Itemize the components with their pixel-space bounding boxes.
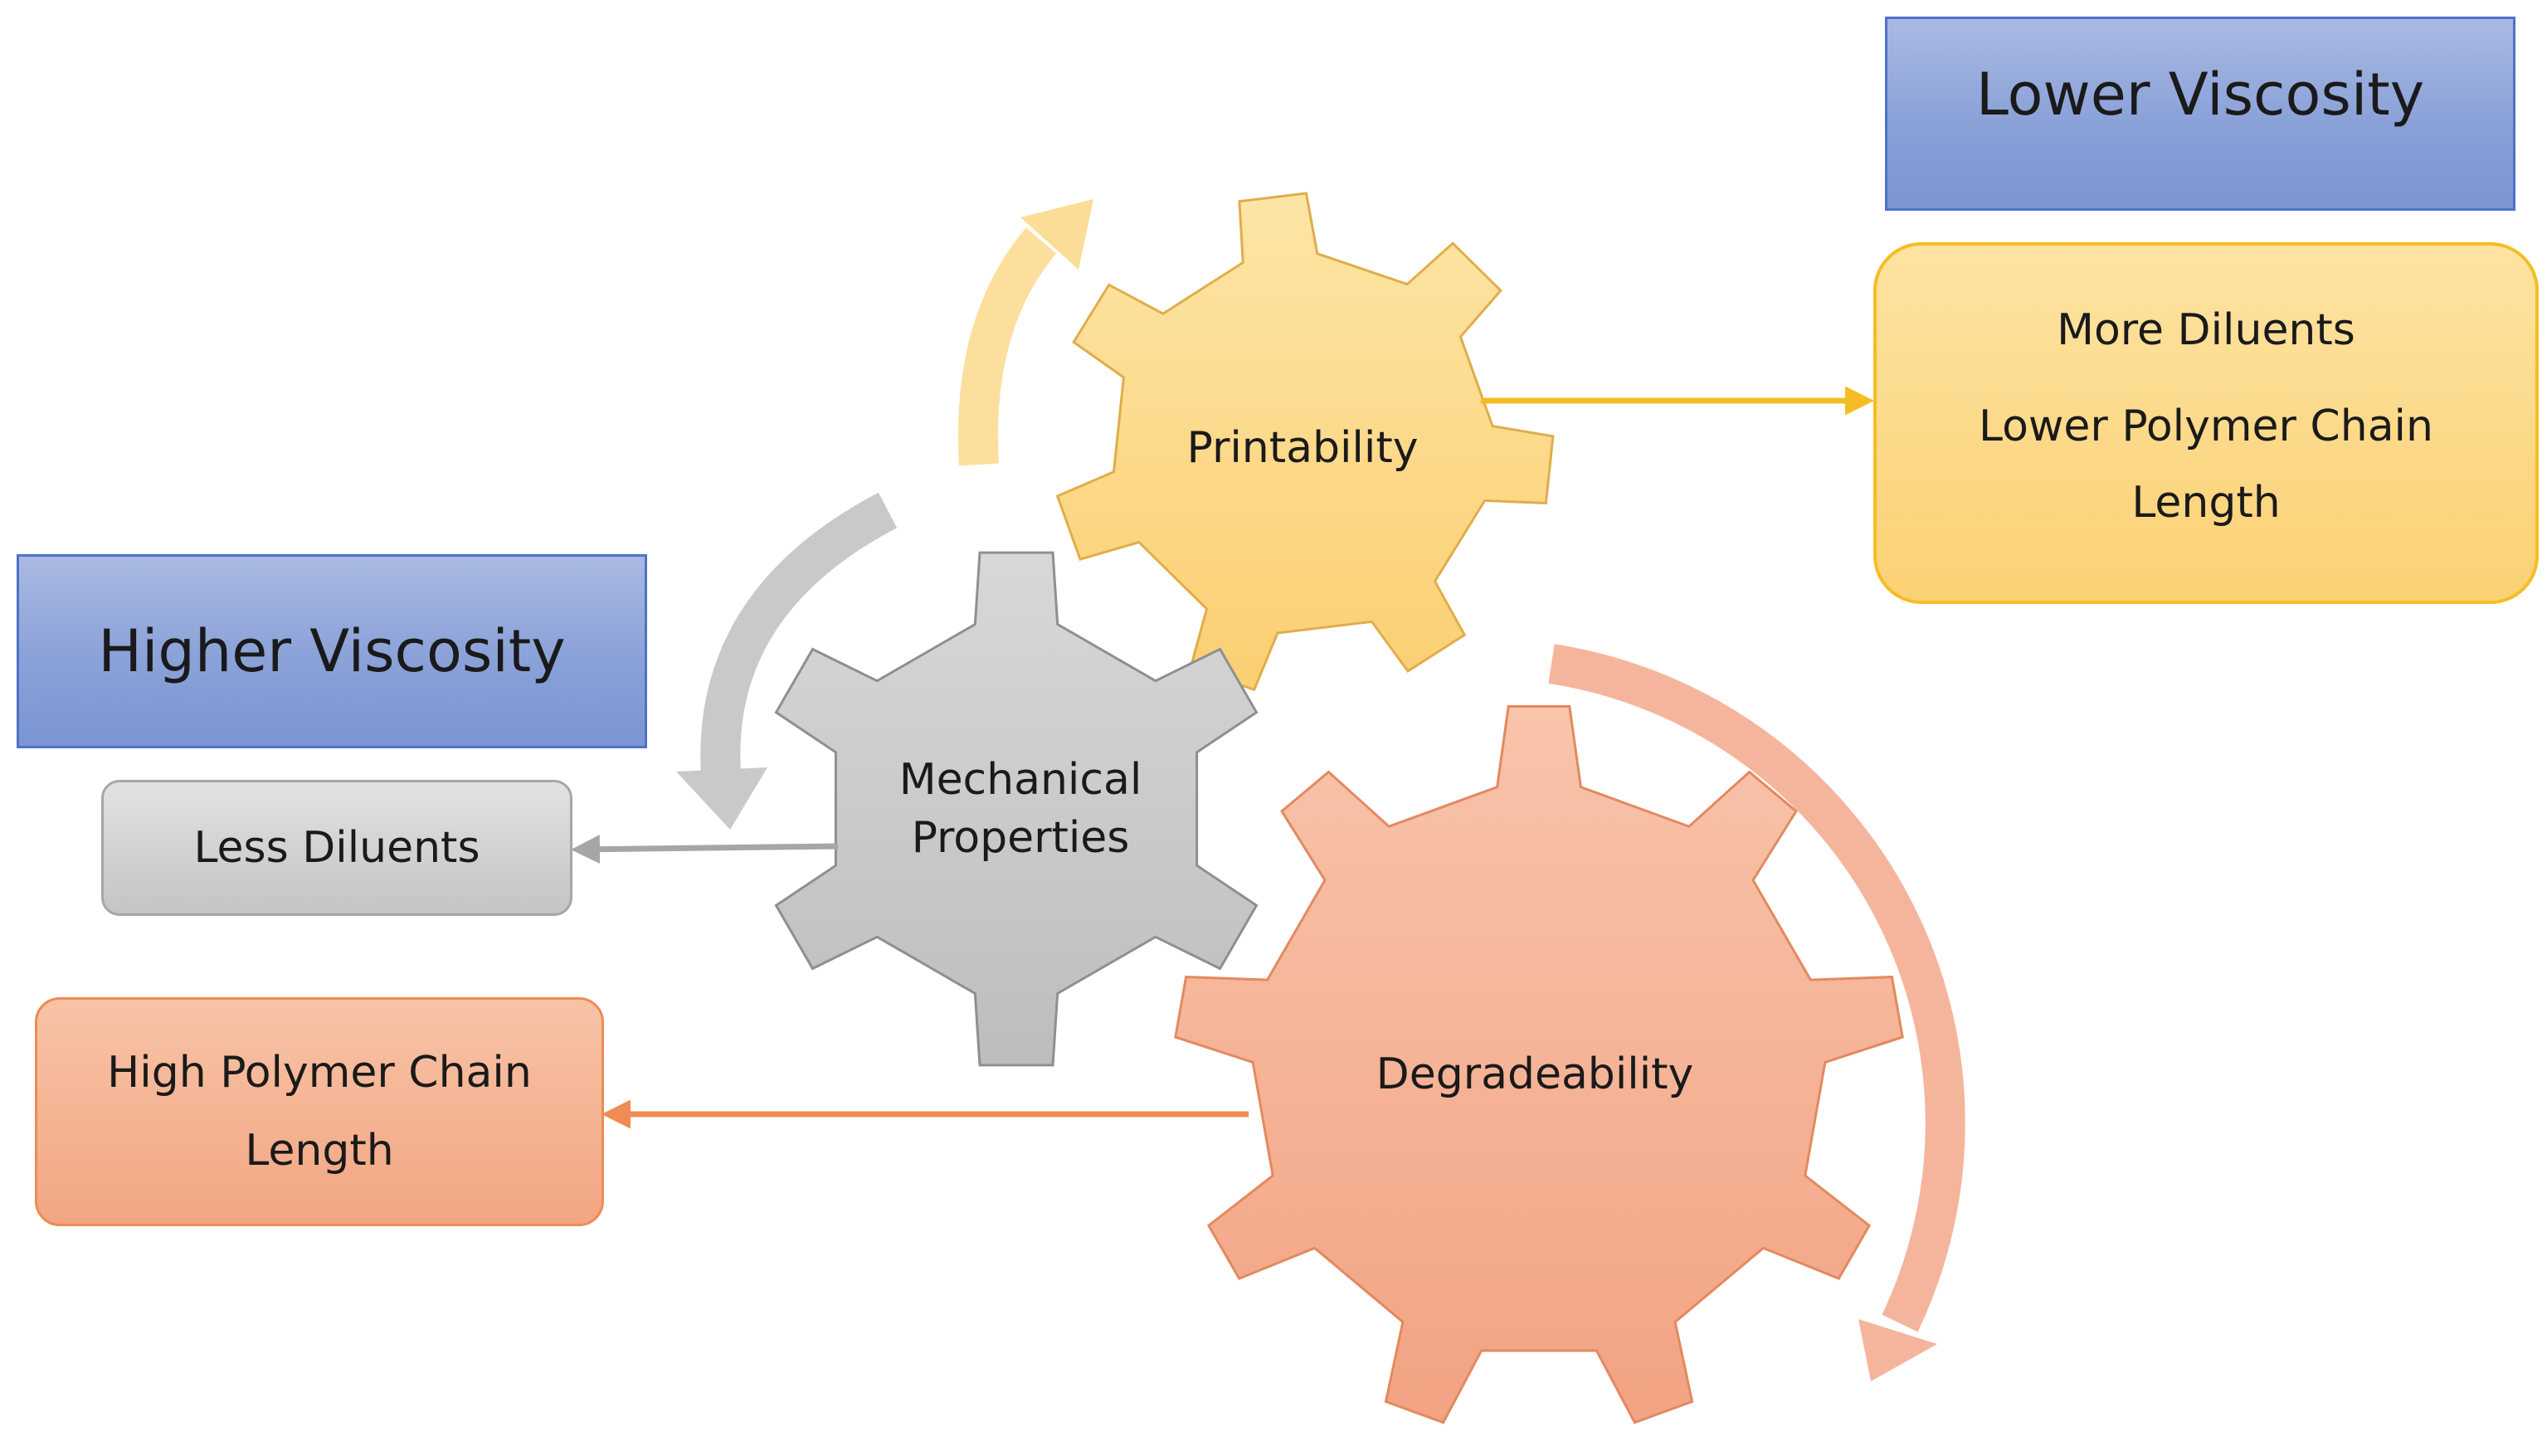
more-diluents-label: More Diluents: [2057, 305, 2355, 355]
more-diluents-box: More Diluents Lower Polymer Chain Length: [1873, 242, 2539, 604]
less-diluents-box: Less Diluents: [101, 780, 572, 916]
curved-arrow-gray-head: [676, 767, 767, 830]
higher-viscosity-box: Higher Viscosity: [17, 554, 647, 748]
lower-polymer-chain-label: Lower Polymer Chain Length: [1979, 402, 2433, 528]
curved-arrow-yellow-head: [1020, 199, 1093, 270]
curved-arrow-salmon-head: [1858, 1319, 1937, 1381]
curved-arrow-salmon: [1548, 644, 1965, 1332]
printability-label: Printability: [1186, 423, 1419, 473]
degradeability-label: Degradeability: [1376, 1049, 1694, 1099]
lower-viscosity-label: Lower Viscosity: [1975, 61, 2425, 129]
lower-viscosity-box: Lower Viscosity: [1885, 17, 2515, 211]
arrow-to-less-diluents: [571, 835, 839, 864]
gear-degradeability: [1174, 705, 1904, 1424]
mechanical-properties-label: Mechanical Properties: [855, 743, 1186, 875]
curved-arrow-gray: [700, 492, 898, 786]
gear-printability: [1055, 192, 1555, 692]
higher-viscosity-label: Higher Viscosity: [98, 617, 566, 685]
high-polymer-chain-box: High Polymer Chain Length: [35, 997, 604, 1226]
less-diluents-label: Less Diluents: [193, 823, 480, 873]
gear-mechanical-properties: [774, 551, 1259, 1067]
mechanical-properties-text: Mechanical Properties: [899, 755, 1142, 863]
high-polymer-chain-label: High Polymer Chain Length: [107, 1048, 532, 1176]
curved-arrow-yellow: [957, 227, 1057, 466]
